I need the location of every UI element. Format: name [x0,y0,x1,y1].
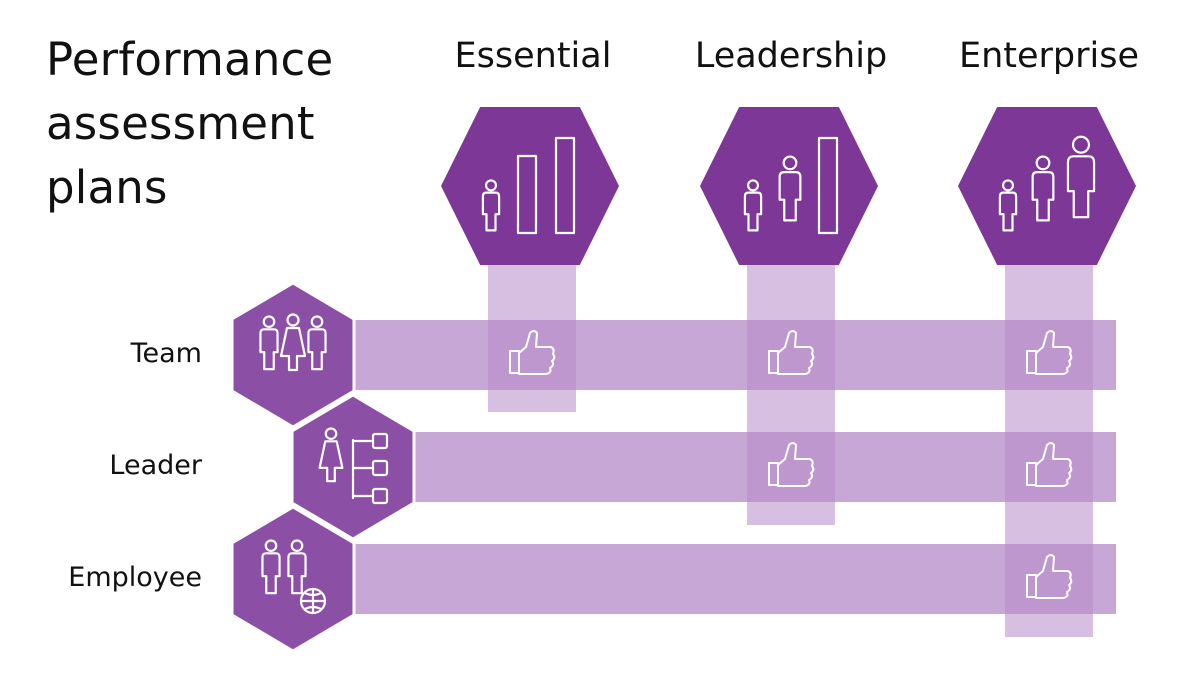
thumbs-up-icon [768,442,815,487]
role-bands [350,320,1116,614]
plan-band-enterprise [1005,262,1093,637]
plan-hexagon-enterprise [958,107,1136,265]
plan-label-leadership: Leadership [694,36,888,76]
coverage-marks [509,330,1073,599]
role-label-leader: Leader [109,450,202,481]
role-label-team: Team [130,338,202,369]
title-line-2: assessment [46,97,315,150]
role-band-team [350,320,1116,390]
plan-hexagon-leadership [700,107,878,265]
plan-band-essential [488,262,576,412]
role-hexagon-employee [230,505,356,653]
thumbs-up-icon [509,330,556,375]
plan-band-leadership [747,262,835,525]
thumbs-up-icon [1026,330,1073,375]
role-hexagon-team [230,281,356,429]
thumbs-up-icon [1026,554,1073,599]
role-hexagon-leader [290,393,416,541]
org-chart-icon [318,427,389,505]
thumbs-up-icon [768,330,815,375]
plan-bands [488,262,1093,637]
plan-label-enterprise: Enterprise [958,36,1140,76]
plan-label-essential: Essential [454,36,612,76]
plan-hexagons [441,107,1136,265]
role-band-employee [350,544,1116,614]
title-line-1: Performance [46,33,334,86]
thumbs-up-icon [1026,442,1073,487]
plan-hexagon-essential [441,107,619,265]
team-icon [259,313,327,372]
people-and-bar-icon [743,136,839,235]
role-hexagons [230,281,416,653]
global-employee-icon [261,539,327,615]
title-line-3: plans [46,161,168,214]
growing-people-icon [998,135,1096,232]
role-label-employee: Employee [68,562,202,593]
people-and-bars-icon [481,136,576,235]
page-title: Performance assessment plans [46,28,333,220]
